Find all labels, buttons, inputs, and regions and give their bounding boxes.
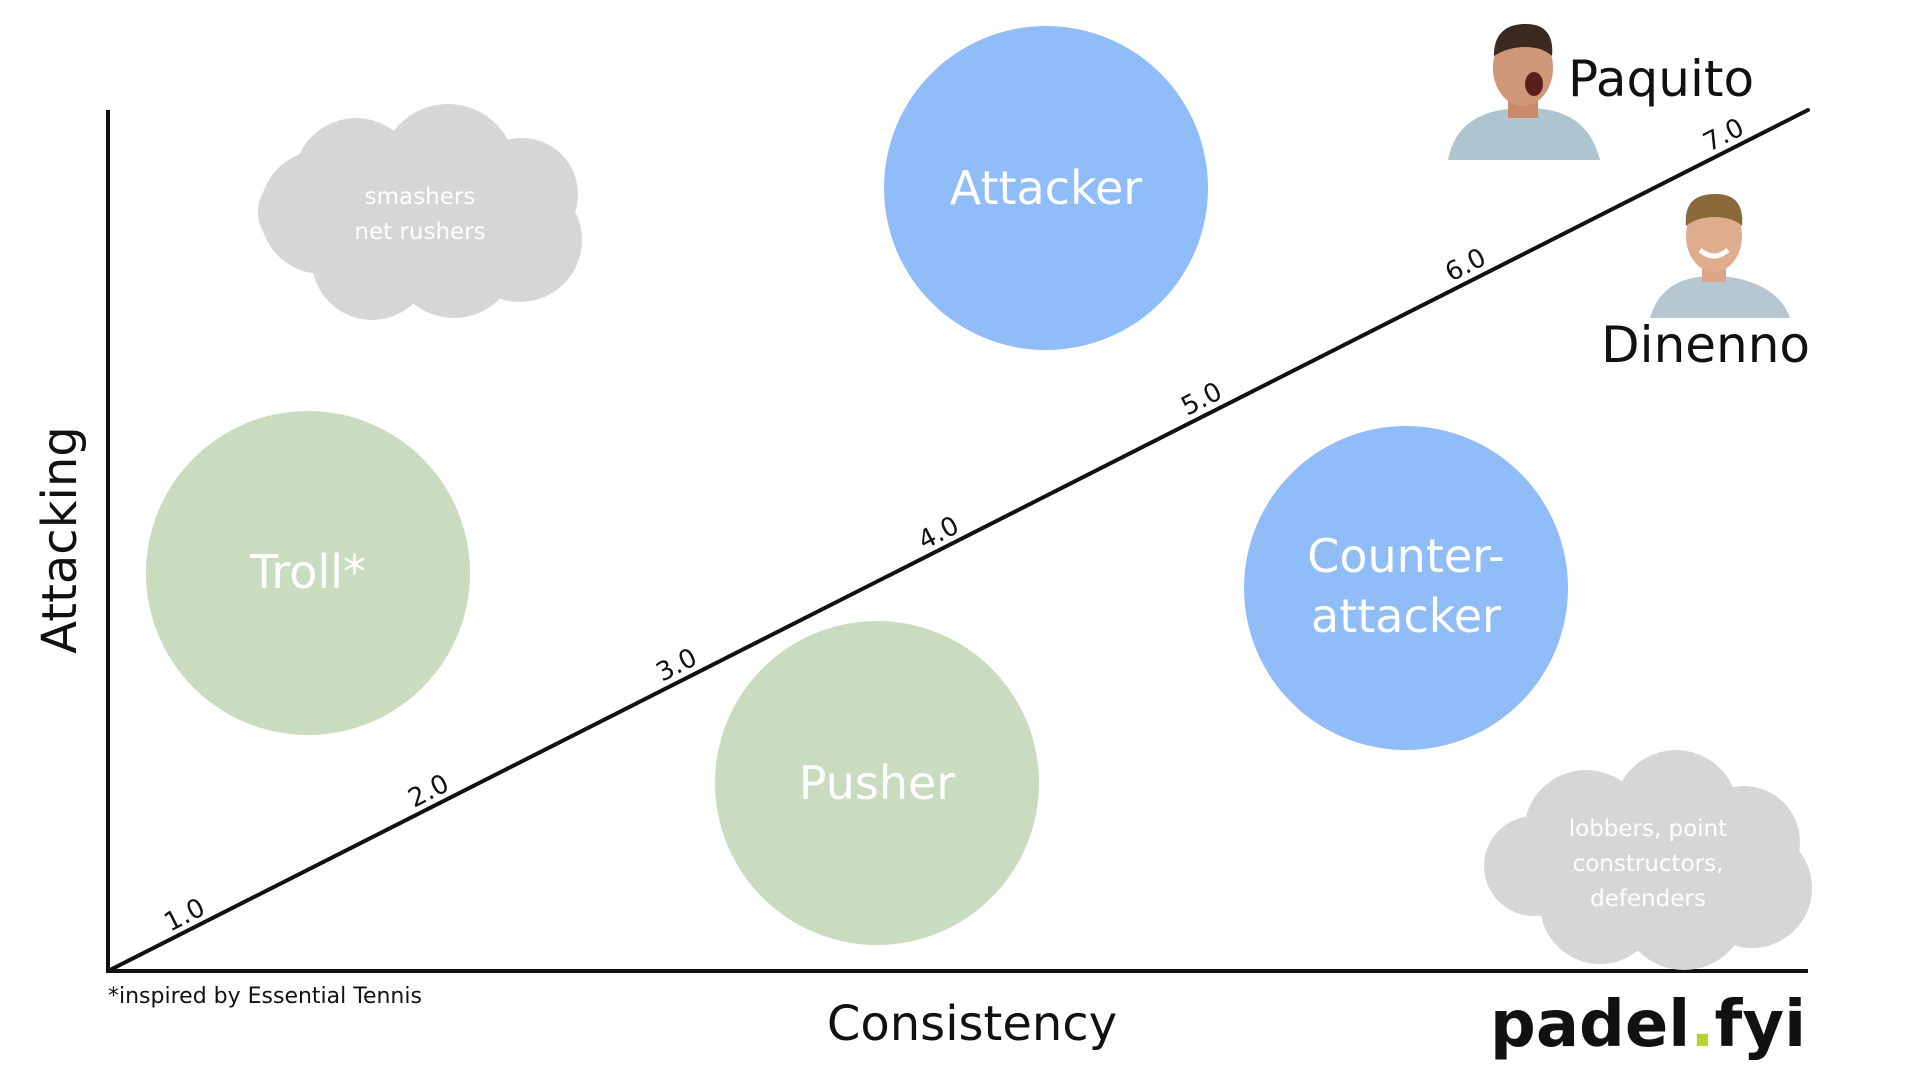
x-axis-label: Consistency: [827, 996, 1117, 1052]
rating-diagonal-line: [106, 108, 1810, 973]
rating-tick-6: 6.0: [1441, 243, 1491, 289]
pusher-bubble: [715, 621, 1039, 945]
paquito-avatar: [1448, 24, 1600, 160]
troll-bubble: [146, 411, 470, 735]
attacker-label: Attacker: [950, 161, 1143, 215]
footnote: *inspired by Essential Tennis: [108, 984, 422, 1009]
cloud-smashers: [258, 104, 582, 320]
troll-label: Troll*: [249, 545, 366, 599]
counter-attacker-label-line-1: Counter-: [1307, 529, 1504, 583]
counter-attacker-bubble: [1244, 426, 1568, 750]
dinenno-avatar: [1650, 194, 1790, 318]
brand-logo: padel.fyi: [1490, 988, 1806, 1062]
cloud-smashers-line-2: net rushers: [354, 219, 485, 245]
cloud-smashers-line-1: smashers: [365, 184, 476, 210]
brand-logo-left: padel: [1490, 988, 1690, 1062]
cloud-lobbers-line-2: constructors,: [1573, 851, 1724, 877]
dinenno-name: Dinenno: [1601, 316, 1810, 374]
brand-logo-dot: .: [1690, 988, 1714, 1062]
rating-tick-5: 5.0: [1177, 377, 1227, 423]
cloud-lobbers: [1484, 750, 1812, 970]
cloud-lobbers-line-3: defenders: [1590, 886, 1706, 912]
cloud-lobbers-line-1: lobbers, point: [1569, 816, 1728, 842]
rating-tick-7: 7.0: [1699, 113, 1749, 159]
pusher-label: Pusher: [799, 756, 956, 810]
attacker-bubble: [884, 26, 1208, 350]
brand-logo-right: fyi: [1715, 988, 1807, 1062]
y-axis-label: Attacking: [32, 426, 88, 653]
paquito-name: Paquito: [1568, 50, 1754, 108]
rating-tick-1: 1.0: [160, 893, 210, 939]
rating-tick-3: 3.0: [652, 643, 702, 689]
counter-attacker-label-line-2: attacker: [1311, 589, 1501, 643]
rating-tick-2: 2.0: [404, 769, 454, 815]
rating-tick-4: 4.0: [914, 511, 964, 557]
